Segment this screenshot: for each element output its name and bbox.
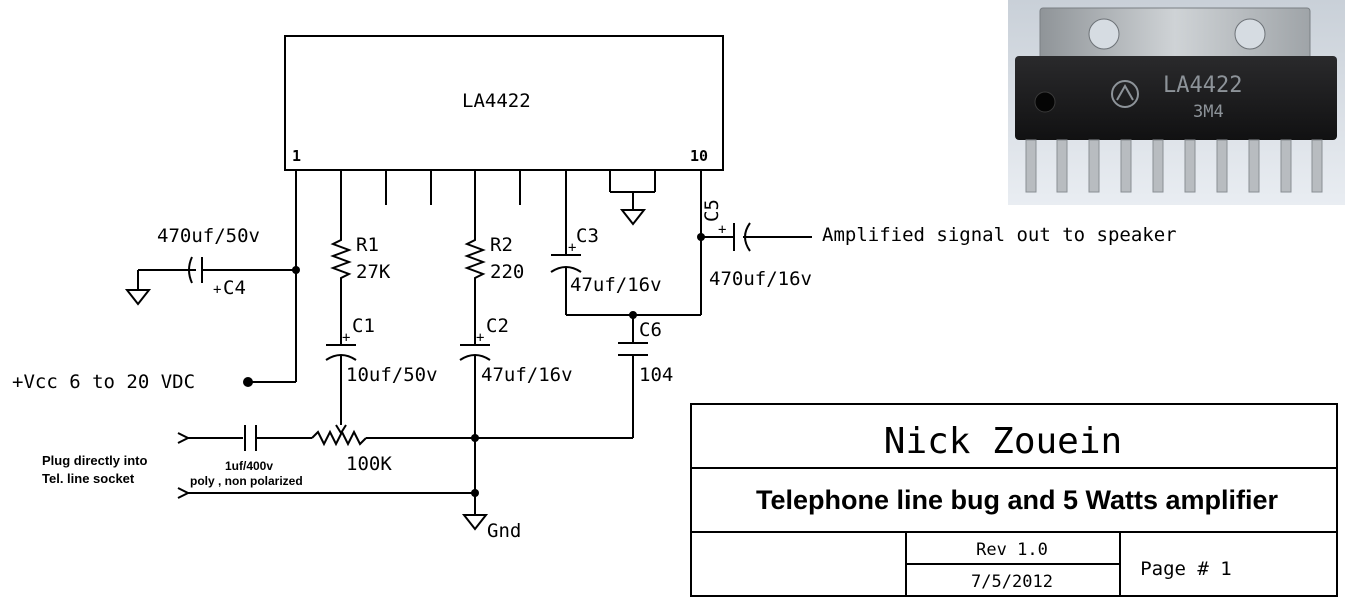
pot-value: 100K [346,453,392,475]
date: 7/5/2012 [971,572,1053,592]
r2-ref: R2 [490,234,513,256]
coupling-cap-note: poly , non polarized [190,474,303,488]
coupling-cap-value: 1uf/400v [225,459,273,473]
photo-marking-2: 3M4 [1193,102,1224,122]
c4-ref: C4 [223,277,246,299]
input-labels: Plug directly into Tel. line socket 1uf/… [42,453,303,488]
r1-value: 27K [356,261,391,283]
ground-icon [461,514,489,531]
revision: Rev 1.0 [976,540,1048,560]
ground-icon [124,289,152,306]
pin-1-label: 1 [292,147,301,165]
c3-value: 47uf/16v [570,274,662,296]
junction-dot [471,489,479,497]
r1-ref: R1 [356,234,379,256]
chip-photo: LA4422 3M4 [1008,0,1345,205]
c5-ref: C5 [701,199,723,222]
input-note-line2: Tel. line socket [42,471,135,486]
c2-value: 47uf/16v [481,364,573,386]
c3-plus: + [568,240,576,256]
c2-ref: C2 [486,315,509,337]
junctions [243,233,705,497]
page-number: Page # 1 [1140,558,1232,580]
input-note-line1: Plug directly into [42,453,148,468]
c1-ref: C1 [352,315,375,337]
photo-marking-1: LA4422 [1163,73,1242,98]
c1-value: 10uf/50v [346,364,438,386]
junction-dot [629,311,637,319]
ground-symbols [124,209,647,531]
vcc-terminal [243,377,253,387]
c3-ref: C3 [576,225,599,247]
c6-value: 104 [639,364,673,386]
junction-dot [697,233,705,241]
c6-ref: C6 [639,319,662,341]
title-block: Nick Zouein Telephone line bug and 5 Wat… [756,421,1279,592]
c2-plus: + [476,330,484,346]
junction-dot [292,266,300,274]
junction-dot [471,434,479,442]
output-label: Amplified signal out to speaker [822,224,1177,246]
c4-plus: + [213,282,221,298]
ic-name: LA4422 [462,90,531,112]
author-name: Nick Zouein [884,421,1122,462]
gnd-label: Gnd [487,520,521,542]
vcc-label: +Vcc 6 to 20 VDC [12,371,195,393]
c5-plus: + [718,222,726,238]
r2-value: 220 [490,261,524,283]
c1-plus: + [342,330,350,346]
ic-body [284,35,724,171]
c5-value: 470uf/16v [709,268,812,290]
labels: LA4422 1 10 470uf/50v + C4 R1 27K R2 220… [12,90,1177,542]
c4-value: 470uf/50v [157,225,260,247]
ground-icon [619,209,647,226]
pin-10-label: 10 [690,147,708,165]
drawing-title: Telephone line bug and 5 Watts amplifier [756,485,1279,515]
